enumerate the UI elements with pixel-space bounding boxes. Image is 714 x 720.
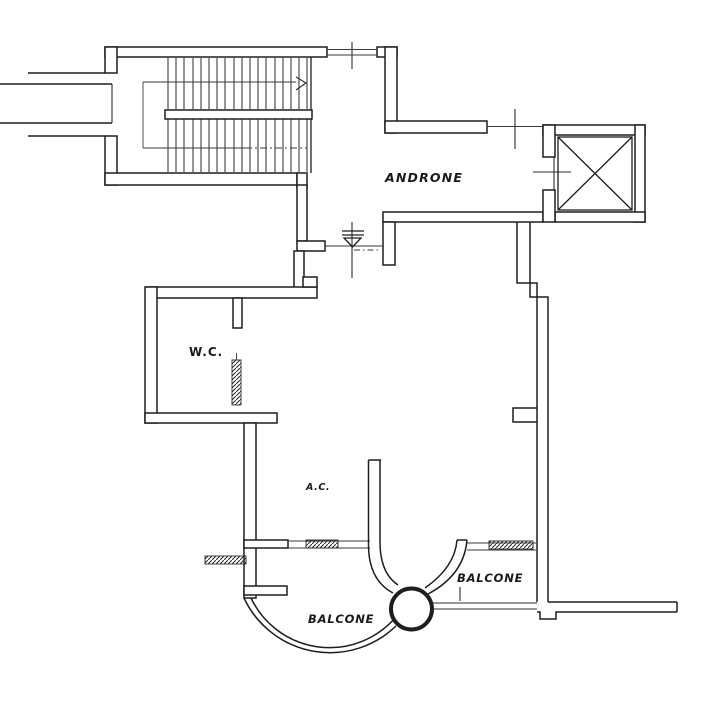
south-boundary-bottom-line (537, 611, 677, 620)
stair-direction-arrow-icon (295, 76, 308, 91)
stair-bottom-wall (104, 172, 298, 186)
entry-right-stub (382, 221, 396, 266)
stair-handrail (164, 109, 313, 120)
entry-jamb-stub (296, 240, 326, 252)
east-wall-outer-line (529, 222, 549, 602)
balcony-main: BALCONE (243, 597, 397, 654)
corridor-west (0, 72, 113, 137)
room-north-wall (146, 286, 318, 299)
elevator (533, 124, 646, 223)
elevator-east-wall (634, 124, 646, 223)
androne-hall: ANDRONE (296, 46, 544, 278)
room-west-wall (144, 286, 158, 424)
bay-right-inner (424, 539, 458, 589)
ac-west-wall (243, 422, 257, 599)
east-wall-inner-line (516, 222, 538, 602)
elevator-west-wall-upper (542, 124, 556, 158)
east-wall (512, 222, 678, 620)
balcony-inner-arc (250, 597, 396, 649)
ac-balcony-stub-upper (243, 539, 289, 549)
bay-left-outer (367, 460, 394, 594)
stair-treads-lower (167, 119, 308, 172)
balcony-right: BALCONE (432, 540, 537, 610)
balcony-main-label: BALCONE (308, 612, 374, 626)
right-balcony-edge-lines (432, 602, 537, 610)
balcony-right-label: BALCONE (457, 571, 523, 585)
ac-area: A.C. (204, 422, 370, 599)
wc-partition-stub (232, 297, 243, 329)
androne-east-upper-wall (384, 46, 398, 134)
bay-left-inner (379, 460, 399, 586)
bay-feature (367, 459, 468, 595)
elevator-south-wall (554, 211, 646, 223)
androne-north-wall (384, 120, 488, 134)
stair-top-wall (104, 46, 328, 58)
stair-walk-line (142, 81, 296, 149)
stairwell (104, 42, 398, 189)
elevator-cross-icon (557, 136, 633, 211)
hall-label: ANDRONE (384, 170, 463, 185)
right-balcony-door-hatch (488, 540, 534, 550)
door-swing-icon (342, 230, 364, 248)
stair-left-wall-upper (104, 46, 118, 74)
androne-west-wall (296, 184, 308, 242)
androne-south-wall (382, 211, 544, 223)
bay-right-outer (427, 539, 468, 595)
wc-label: W.C. (189, 345, 223, 359)
balcony-column (389, 586, 434, 632)
wc-room: W.C. (144, 250, 318, 424)
ac-balcony-stub-lower (243, 585, 288, 596)
stair-treads-upper (167, 58, 308, 109)
west-window-hatch (204, 555, 247, 565)
wc-door-jamb-hatch (231, 359, 242, 406)
balcony-outer-arc (243, 597, 397, 654)
elevator-north-wall (542, 124, 646, 136)
east-wall-stub (512, 407, 537, 423)
room-north-wall-lip (302, 276, 318, 288)
ac-label: A.C. (305, 482, 330, 493)
elevator-west-wall-lower (542, 189, 556, 223)
wc-south-wall (144, 412, 278, 424)
elevator-car (557, 136, 633, 211)
balcony-door-hatch (305, 539, 339, 549)
